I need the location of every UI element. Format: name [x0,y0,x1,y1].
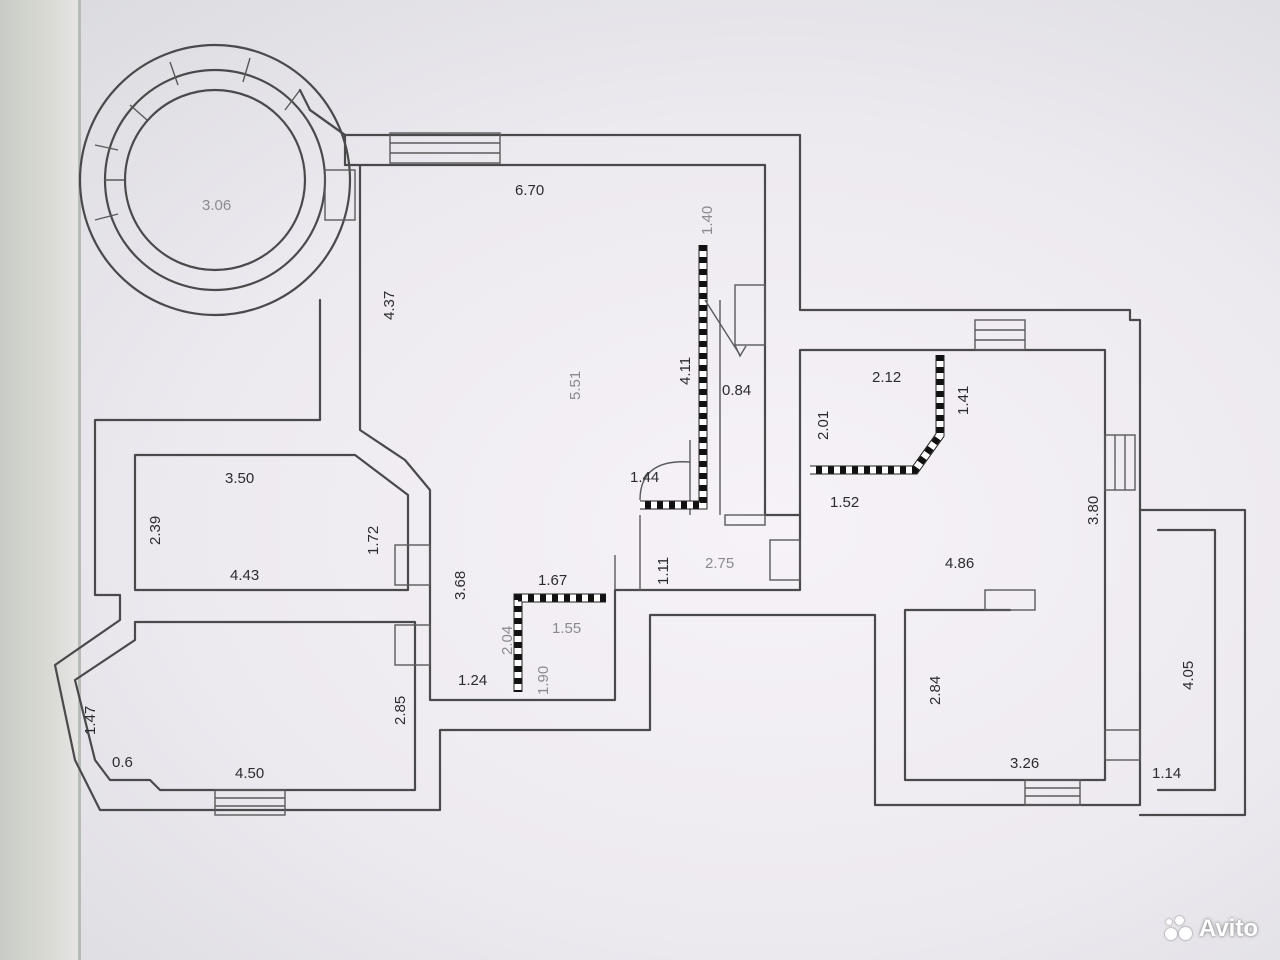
label-stair-len: 4.11 [677,357,694,385]
label-k-top: 2.12 [872,369,901,386]
label-k-side: 3.80 [1085,496,1102,525]
label-r3-left: 2.84 [927,676,944,705]
label-r1-bottom: 4.43 [230,567,259,584]
label-k-right: 1.41 [955,386,972,415]
label-r1-right: 1.72 [365,526,382,555]
label-top-wall: 6.70 [515,182,544,199]
outer-walls [53,88,1247,817]
avito-logo-icon [1163,914,1193,944]
label-wc-v1: 2.04 [499,626,516,655]
label-wc-v2: 1.90 [535,666,552,695]
label-r1-left: 2.39 [147,516,164,545]
label-k-long: 4.86 [945,555,974,572]
watermark-text: Avito [1198,915,1258,942]
label-r3-bottom: 3.26 [1010,755,1039,772]
label-stair-w: 0.84 [722,382,751,399]
avito-watermark: Avito [1163,914,1258,944]
monitor-bezel [0,0,80,960]
label-k-bot: 1.52 [830,494,859,511]
label-corr-w: 2.75 [705,555,734,572]
label-k-left: 2.01 [815,411,832,440]
stair-arrow [639,299,747,501]
rotunda [78,43,352,317]
label-r2-bottom: 4.50 [235,765,264,782]
label-step-w: 1.44 [630,469,659,486]
label-hall-center: 5.51 [567,371,584,400]
label-wc-top: 1.67 [538,572,567,589]
monitor-edge-line [78,0,81,960]
label-r1-top: 3.50 [225,470,254,487]
label-stair-top: 1.40 [699,206,716,235]
label-closet-w: 1.11 [655,557,672,585]
label-hall-lower: 3.68 [452,571,469,600]
label-r2-inner: 1.24 [458,672,487,689]
label-r2-right: 2.85 [392,696,409,725]
partitions [513,245,945,692]
label-wc-v3: 1.55 [552,620,581,637]
windows [214,132,1141,816]
label-hall-left: 4.37 [381,291,398,320]
label-r2-bay: 1.47 [82,706,99,735]
label-r2-small: 0.6 [112,754,133,771]
label-bal-w: 1.14 [1152,765,1181,782]
dimension-labels: 3.06 6.70 4.37 1.40 5.51 4.11 0.84 3.50 … [82,182,1197,782]
label-circle: 3.06 [202,197,231,214]
label-bal-len: 4.05 [1180,661,1197,690]
